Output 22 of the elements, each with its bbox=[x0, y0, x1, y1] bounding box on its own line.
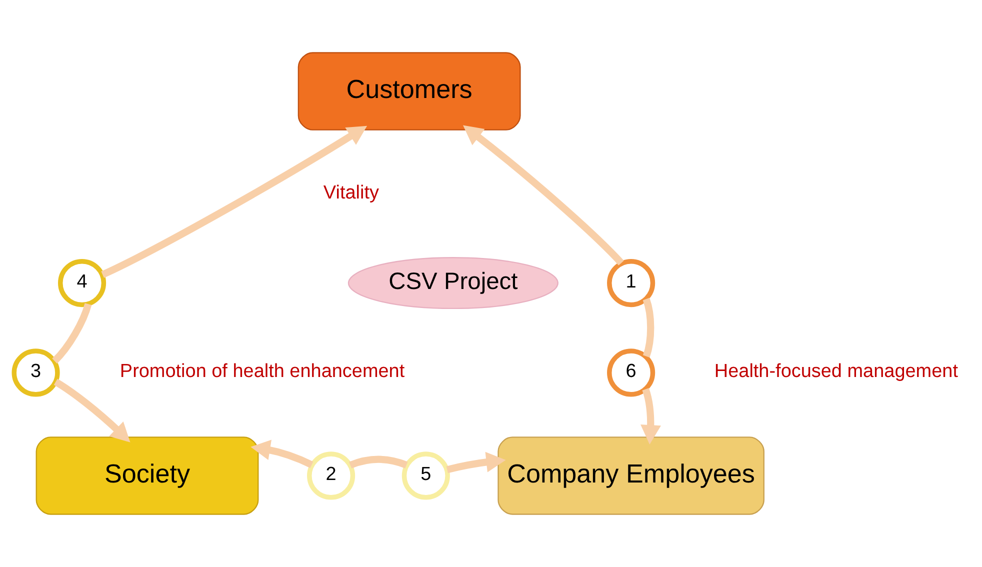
node-circle: 6 bbox=[606, 348, 655, 397]
node-box: Company Employees bbox=[497, 436, 764, 515]
node-circle: 5 bbox=[401, 452, 450, 500]
label: Promotion of health enhancement bbox=[119, 361, 404, 382]
arrow bbox=[250, 440, 313, 468]
arrow bbox=[446, 452, 506, 474]
node-circle: 3 bbox=[11, 348, 60, 397]
arrow bbox=[640, 388, 660, 445]
label: Health-focused management bbox=[714, 361, 958, 382]
arrow bbox=[53, 378, 130, 442]
node-box: Customers bbox=[297, 52, 520, 130]
node-circle: 2 bbox=[306, 452, 355, 500]
label: Vitality bbox=[322, 182, 378, 204]
node-circle: 1 bbox=[606, 259, 655, 308]
connector bbox=[642, 298, 654, 358]
node-circle: 4 bbox=[58, 259, 106, 308]
arrow bbox=[462, 125, 624, 266]
connector bbox=[52, 303, 92, 364]
node-box: Society bbox=[35, 436, 258, 515]
connector bbox=[348, 456, 408, 468]
node-ellipse: CSV Project bbox=[347, 257, 558, 310]
arrow bbox=[100, 126, 367, 278]
